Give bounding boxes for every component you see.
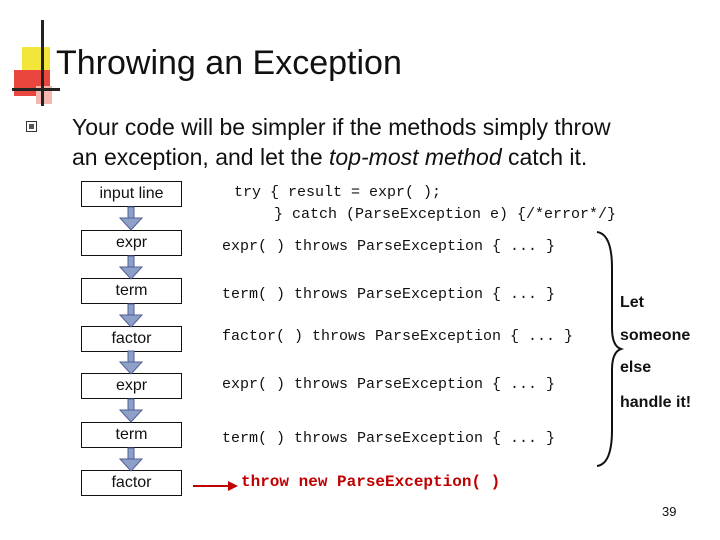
decor-vertical-line <box>41 20 44 106</box>
code-line-term-2: term( ) throws ParseException { ... } <box>222 430 556 447</box>
bullet-line-2-emphasis: top-most method <box>329 144 502 170</box>
bullet-line-2: an exception, and let the top-most metho… <box>72 144 587 171</box>
stack-box-term-2: term <box>81 422 182 448</box>
stack-box-factor: factor <box>81 326 182 352</box>
side-note-line-2: someone <box>620 327 691 344</box>
code-try-line-1: try { result = expr( ); <box>234 184 442 201</box>
code-line-expr-2: expr( ) throws ParseException { ... } <box>222 376 556 393</box>
slide-title: Throwing an Exception <box>56 44 402 82</box>
down-arrow-icon-1 <box>119 206 143 231</box>
side-note-line-1: Let <box>620 294 644 311</box>
side-note-line-3: else <box>620 359 652 376</box>
code-line-term: term( ) throws ParseException { ... } <box>222 286 556 303</box>
stack-box-expr-2: expr <box>81 373 182 399</box>
code-line-factor: factor( ) throws ParseException { ... } <box>222 328 574 345</box>
down-arrow-icon-6 <box>119 447 143 472</box>
bullet-icon <box>26 121 37 132</box>
bullet-line-1: Your code will be simpler if the methods… <box>72 114 611 140</box>
bullet-line-2-before: an exception, and let the <box>72 144 330 170</box>
page-number: 39 <box>662 504 677 519</box>
decor-horizontal-line <box>12 88 60 91</box>
side-note-line-4: handle it! <box>620 394 692 411</box>
code-try-line-2: } catch (ParseException e) {/*error*/} <box>274 206 617 223</box>
code-line-expr: expr( ) throws ParseException { ... } <box>222 238 556 255</box>
down-arrow-icon-5 <box>119 398 143 423</box>
down-arrow-icon-3 <box>119 303 143 328</box>
down-arrow-icon-4 <box>119 350 143 375</box>
stack-box-input-line: input line <box>81 181 182 207</box>
right-bracket-icon <box>596 231 624 467</box>
red-right-arrow-icon <box>193 481 238 491</box>
down-arrow-icon-2 <box>119 255 143 280</box>
code-throw-line: throw new ParseException( ) <box>241 473 501 491</box>
stack-box-factor-2: factor <box>81 470 182 496</box>
bullet-line-2-after: catch it. <box>501 144 588 170</box>
stack-box-expr: expr <box>81 230 182 256</box>
